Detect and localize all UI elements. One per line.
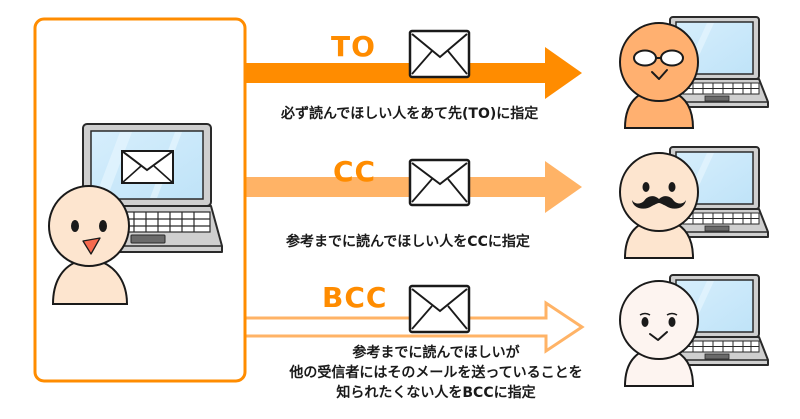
description-bcc-line-3: 知られたくない人をBCCに指定 <box>336 385 536 401</box>
description-to-line-1: 必ず読んでほしい人をあて先(TO)に指定 <box>281 106 539 122</box>
sender-screen-envelope-icon <box>121 150 174 184</box>
description-bcc-line-2: 他の受信者にはそのメールを送っていることを <box>289 365 583 381</box>
recipient-bcc-person-icon <box>619 280 699 387</box>
description-bcc: 参考までに読んでほしいが 他の受信者にはそのメールを送っていることを 知られたく… <box>256 343 616 403</box>
recipient-to-person-icon <box>619 22 699 129</box>
label-to: TO <box>331 30 376 63</box>
label-bcc: BCC <box>322 281 388 314</box>
description-to: 必ず読んでほしい人をあて先(TO)に指定 <box>281 104 591 124</box>
glasses-icon <box>633 49 684 67</box>
sender-person-icon <box>48 185 130 305</box>
label-cc: CC <box>333 155 377 188</box>
mustache-icon <box>632 196 686 209</box>
envelope-icon-bcc <box>408 284 471 334</box>
recipient-cc-person-icon <box>619 152 699 259</box>
description-cc: 参考までに読んでほしい人をCCに指定 <box>286 232 596 252</box>
envelope-icon-cc <box>408 158 471 207</box>
description-bcc-line-1: 参考までに読んでほしいが <box>352 345 520 361</box>
envelope-icon-to <box>408 29 471 79</box>
arrow-bcc <box>244 300 585 354</box>
sender-laptop-icon <box>71 123 223 253</box>
description-cc-line-1: 参考までに読んでほしい人をCCに指定 <box>286 234 530 250</box>
recipient-to-laptop-icon <box>660 16 769 108</box>
